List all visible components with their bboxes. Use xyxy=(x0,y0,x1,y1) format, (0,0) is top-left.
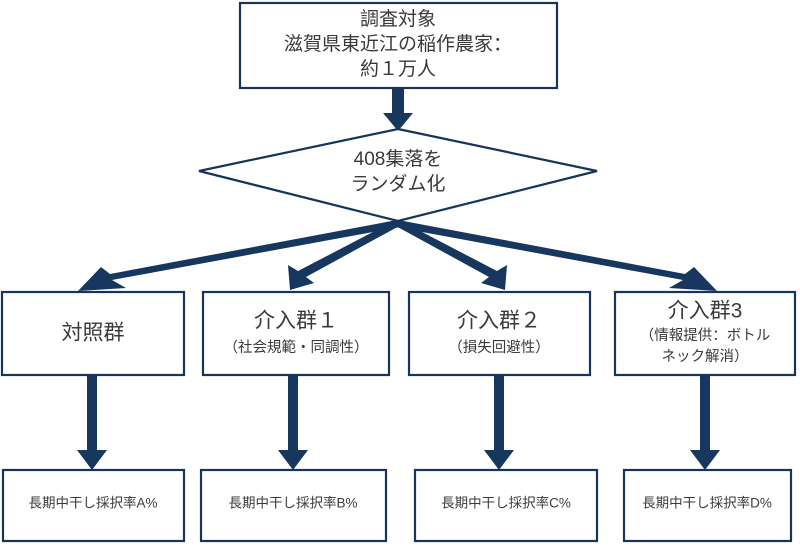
node-survey-population: 調査対象 滋賀県東近江の稲作農家： 約１万人 xyxy=(238,1,559,90)
node-outcome-d: 長期中干し採択率D% xyxy=(622,468,793,543)
randomization-line-1: 408集落を xyxy=(354,148,443,170)
outcome-a-label: 長期中干し採択率A% xyxy=(28,495,157,511)
node-treatment-group-2: 介入群２ （損失回避性） xyxy=(407,290,592,377)
node-outcome-b: 長期中干し採択率B% xyxy=(199,468,388,543)
treatment-group-3-subtitle-line-2: ネック解消） xyxy=(662,348,749,365)
treatment-group-2-subtitle: （損失回避性） xyxy=(448,339,550,356)
connector-randomization-to-control-group xyxy=(78,220,400,291)
treatment-group-1-title: 介入群１ xyxy=(254,310,338,333)
outcome-b-label: 長期中干し採択率B% xyxy=(228,495,357,511)
node-control-group: 対照群 xyxy=(0,290,186,377)
survey-population-line-2: 滋賀県東近江の稲作農家： xyxy=(284,33,512,55)
node-outcome-c: 長期中干し採択率C% xyxy=(413,468,599,543)
treatment-group-2-title: 介入群２ xyxy=(457,310,541,333)
connector-randomization-to-treatment-group-3 xyxy=(395,220,717,291)
survey-population-line-3: 約１万人 xyxy=(360,58,436,80)
node-treatment-group-1: 介入群１ （社会規範・同調性） xyxy=(201,290,391,377)
outcome-d-label: 長期中干し採択率D% xyxy=(642,495,772,511)
connector-treatment-group-2-to-outcome-c xyxy=(484,375,514,470)
node-randomization: 408集落を ランダム化 xyxy=(198,127,598,223)
connector-treatment-group-1-to-outcome-b xyxy=(278,375,308,470)
randomization-line-2: ランダム化 xyxy=(350,173,445,195)
control-group-title: 対照群 xyxy=(62,322,125,345)
treatment-group-3-title: 介入群3 xyxy=(668,300,743,323)
outcome-c-label: 長期中干し採択率C% xyxy=(441,495,571,511)
connector-randomization-to-treatment-group-1 xyxy=(288,220,401,290)
treatment-group-3-subtitle-line-1: （情報提供：ボトル xyxy=(640,327,771,344)
connector-treatment-group-3-to-outcome-d xyxy=(690,375,720,470)
node-treatment-group-3: 介入群3 （情報提供：ボトル ネック解消） xyxy=(613,290,797,377)
treatment-group-1-subtitle: （社会規範・同調性） xyxy=(224,338,369,356)
survey-population-line-1: 調査対象 xyxy=(360,8,436,30)
connector-control-group-to-outcome-a xyxy=(77,375,107,470)
connector-randomization-to-treatment-group-2 xyxy=(394,220,507,290)
node-outcome-a: 長期中干し採択率A% xyxy=(1,468,186,543)
connector-population-to-randomization xyxy=(383,88,413,131)
